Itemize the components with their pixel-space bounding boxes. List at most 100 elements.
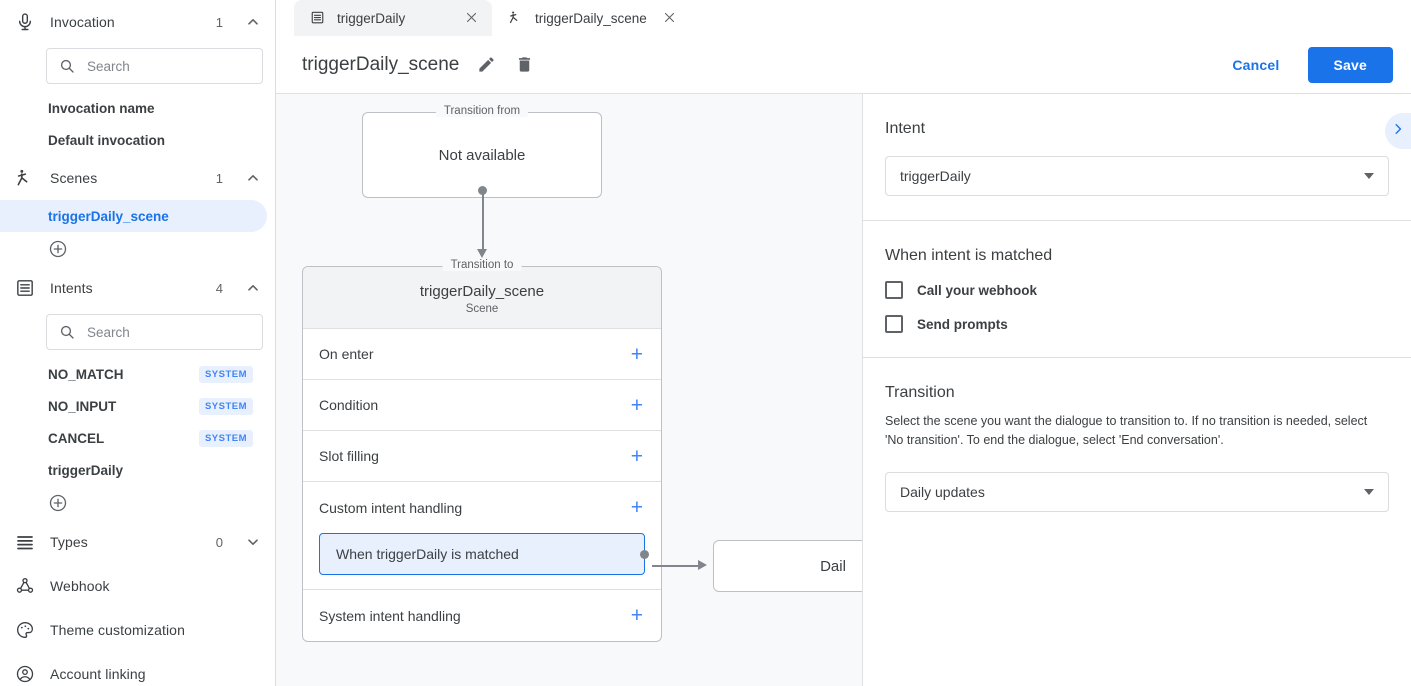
transition-select-value: Daily updates	[900, 483, 985, 500]
call-your-webhook-checkbox[interactable]	[885, 281, 903, 299]
scene-row-label: System intent handling	[319, 607, 461, 624]
chevron-up-icon	[247, 172, 259, 184]
send-prompts-label: Send prompts	[917, 316, 1008, 332]
trash-icon[interactable]	[515, 55, 535, 75]
add-scene-icon[interactable]	[48, 239, 68, 259]
sidebar-item-label: Default invocation	[48, 132, 166, 148]
intents-search-input[interactable]	[85, 323, 250, 341]
transition-from-value: Not available	[438, 146, 526, 164]
sidebar-item-label: CANCEL	[48, 430, 105, 446]
when-intent-matched-section: When intent is matched Call your webhook…	[863, 221, 1411, 358]
connector-arrowhead-down	[477, 249, 487, 258]
sidebar-item-cancel[interactable]: CANCEL SYSTEM	[0, 422, 267, 454]
sidebar-item-triggerdaily[interactable]: triggerDaily	[0, 454, 267, 486]
add-condition-icon[interactable]: +	[630, 393, 643, 417]
sidebar-item-webhook[interactable]: Webhook	[0, 564, 275, 608]
add-intent-row	[0, 486, 275, 520]
transition-select[interactable]: Daily updates	[885, 471, 1389, 512]
scene-row-label: Condition	[319, 397, 379, 413]
add-intent-icon[interactable]	[48, 493, 68, 513]
scene-header-bar: triggerDaily_scene Cancel Save	[276, 36, 1411, 94]
add-system-intent-icon[interactable]: +	[630, 604, 643, 627]
scene-row-label: On enter	[319, 346, 374, 362]
add-scene-row	[0, 232, 275, 266]
call-your-webhook-row[interactable]: Call your webhook	[885, 281, 1389, 299]
scene-node-name: triggerDaily_scene	[419, 283, 545, 300]
custom-intent-handler-label: When triggerDaily is matched	[336, 546, 519, 562]
scene-row-label: Custom intent handling	[319, 499, 463, 516]
scene-graph-canvas[interactable]: Transition from Not available Transition…	[276, 94, 862, 686]
transition-heading: Transition	[885, 384, 955, 401]
left-sidebar: Invocation 1 Invocation name Default inv…	[0, 0, 276, 686]
scene-node-header: triggerDaily_scene Scene	[303, 267, 661, 329]
sidebar-item-invocation-name[interactable]: Invocation name	[0, 92, 267, 124]
scene-row-slot-filling[interactable]: Slot filling +	[303, 431, 661, 482]
intents-search-wrap	[0, 310, 275, 358]
sidebar-section-label: Types	[50, 534, 88, 550]
scene-fork-icon	[508, 10, 524, 26]
connector-dot-right	[640, 550, 649, 559]
chevron-down-icon	[1364, 488, 1374, 495]
scene-row-on-enter[interactable]: On enter +	[303, 329, 661, 380]
search-icon	[60, 59, 74, 73]
sidebar-section-intents[interactable]: Intents 4	[0, 266, 275, 310]
properties-panel: Intent triggerDaily When intent is match…	[862, 94, 1411, 686]
sidebar-item-no-input[interactable]: NO_INPUT SYSTEM	[0, 390, 267, 422]
transition-from-node[interactable]: Transition from Not available	[362, 105, 602, 198]
add-slot-filling-icon[interactable]: +	[630, 444, 643, 468]
sidebar-section-invocation[interactable]: Invocation 1	[0, 0, 275, 44]
transition-to-legend: Transition to	[442, 259, 522, 271]
close-icon[interactable]	[662, 10, 678, 26]
invocation-search-input[interactable]	[85, 57, 250, 75]
chevron-down-icon	[247, 536, 259, 548]
scene-row-system-intent-handling[interactable]: System intent handling +	[303, 590, 661, 641]
status-badge: SYSTEM	[198, 429, 253, 447]
save-button[interactable]: Save	[1307, 46, 1393, 83]
scene-node-subtitle: Scene	[465, 303, 499, 315]
sidebar-item-triggerdaily-scene[interactable]: triggerDaily_scene	[0, 200, 267, 232]
sidebar-section-count: 1	[215, 170, 223, 186]
send-prompts-checkbox[interactable]	[885, 315, 903, 333]
sidebar-section-scenes[interactable]: Scenes 1	[0, 156, 275, 200]
intent-select[interactable]: triggerDaily	[885, 156, 1389, 196]
collapse-panel-button[interactable]	[1385, 113, 1411, 149]
sidebar-item-label: triggerDaily_scene	[48, 208, 169, 224]
sidebar-section-types[interactable]: Types 0	[0, 520, 275, 564]
tab-triggerdaily-scene[interactable]: triggerDaily_scene	[492, 0, 690, 36]
account-circle-icon	[14, 663, 36, 685]
pencil-icon[interactable]	[477, 55, 497, 75]
transition-section: Transition Select the scene you want the…	[863, 358, 1411, 536]
sidebar-item-label: NO_INPUT	[48, 398, 117, 414]
cancel-button[interactable]: Cancel	[1218, 49, 1293, 81]
sidebar-item-no-match[interactable]: NO_MATCH SYSTEM	[0, 358, 267, 390]
transition-to-target-node[interactable]: Tr Dail	[713, 540, 862, 592]
custom-intent-handler-chip[interactable]: When triggerDaily is matched	[319, 533, 649, 575]
status-badge: SYSTEM	[198, 365, 253, 383]
add-custom-intent-icon[interactable]: +	[630, 496, 643, 519]
close-icon[interactable]	[464, 10, 480, 26]
invocation-search-box[interactable]	[46, 48, 263, 84]
sidebar-section-label: Scenes	[50, 170, 98, 186]
scene-fork-icon	[14, 167, 36, 189]
tab-label: triggerDaily_scene	[535, 10, 647, 26]
scene-row-condition[interactable]: Condition +	[303, 380, 661, 431]
sidebar-item-label: Invocation name	[48, 100, 155, 116]
sidebar-item-theme-customization[interactable]: Theme customization	[0, 608, 275, 652]
send-prompts-row[interactable]: Send prompts	[885, 315, 1389, 333]
sidebar-item-label: Theme customization	[50, 622, 185, 638]
status-badge: SYSTEM	[198, 397, 253, 415]
intents-search-box[interactable]	[46, 314, 263, 350]
intent-heading: Intent	[885, 120, 926, 137]
scene-node[interactable]: Transition to triggerDaily_scene Scene O…	[302, 259, 662, 642]
list-box-icon	[14, 277, 36, 299]
sidebar-item-default-invocation[interactable]: Default invocation	[0, 124, 267, 156]
tab-triggerdaily[interactable]: triggerDaily	[294, 0, 492, 36]
scene-row-custom-intent-handling[interactable]: Custom intent handling +	[303, 482, 661, 533]
sidebar-item-account-linking[interactable]: Account linking	[0, 652, 275, 686]
add-on-enter-icon[interactable]: +	[630, 342, 643, 366]
sidebar-section-label: Intents	[50, 280, 93, 296]
webhook-nodes-icon	[14, 575, 36, 597]
sidebar-item-label: triggerDaily	[48, 462, 124, 478]
chevron-up-icon	[247, 16, 259, 28]
scene-row-label: Slot filling	[319, 448, 379, 464]
